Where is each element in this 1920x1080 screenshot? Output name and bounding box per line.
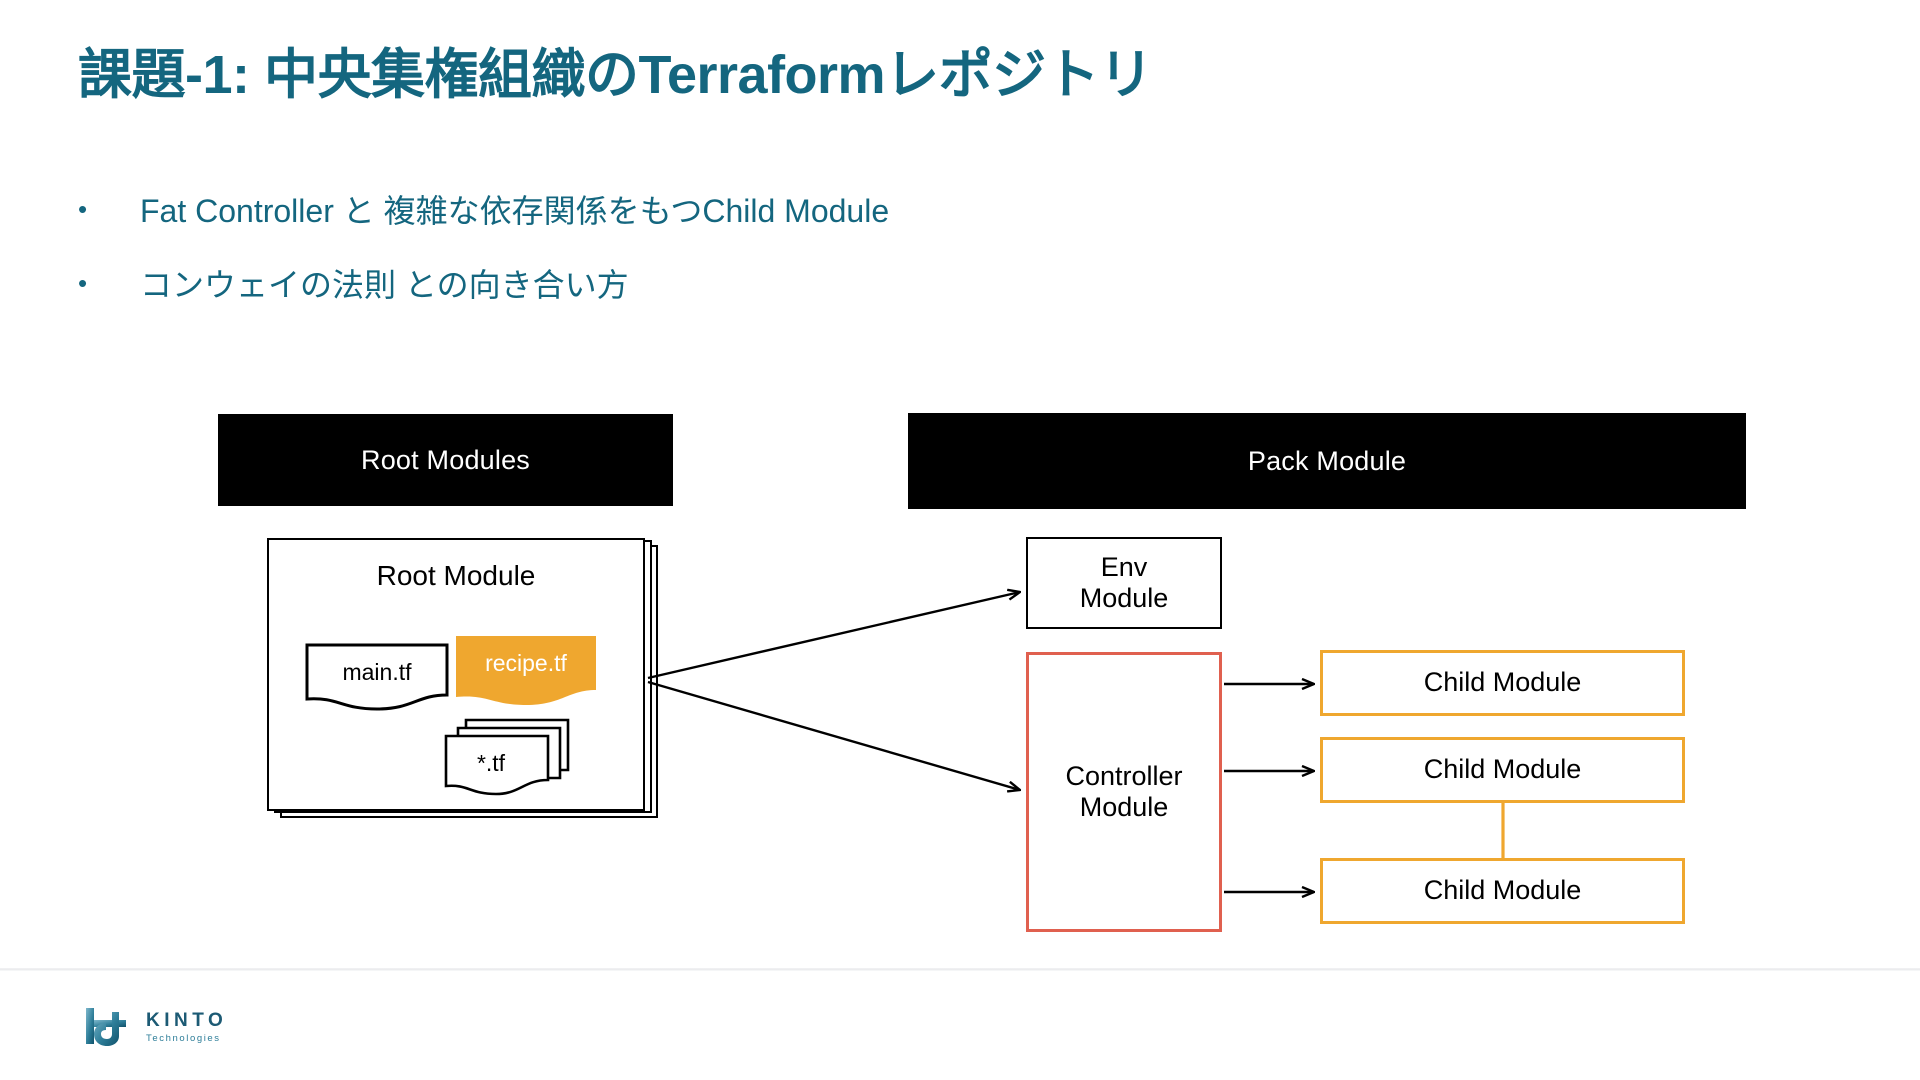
brand-tagline: Technologies (146, 1033, 221, 1045)
env-module-label-line2: Module (1079, 583, 1169, 613)
bullet-text: コンウェイの法則 との向き合い方 (140, 267, 629, 303)
footer-divider (0, 968, 1920, 971)
list-item: • コンウェイの法則 との向き合い方 (78, 267, 1378, 303)
controller-module-box[interactable]: Controller Module (1026, 652, 1222, 932)
bullet-list: • Fat Controller と 複雑な依存関係をもつChild Modul… (78, 193, 1378, 343)
file-icon-wildcard-tf[interactable]: *.tf (442, 718, 572, 798)
env-module-label-line1: Env (1100, 551, 1148, 582)
file-icon-recipe-tf[interactable]: recipe.tf (456, 636, 596, 708)
list-item: • Fat Controller と 複雑な依存関係をもつChild Modul… (78, 193, 1378, 229)
controller-module-label-line1: Controller (1065, 760, 1183, 791)
section-header-root-modules: Root Modules (218, 414, 673, 506)
document-icon (305, 643, 449, 711)
root-module-label: Root Module (376, 560, 536, 591)
file-icon-main-tf[interactable]: main.tf (305, 643, 449, 711)
connector-root-to-env (647, 592, 1020, 680)
bullet-text: Fat Controller と 複雑な依存関係をもつChild Module (140, 193, 890, 229)
page-title: 課題-1: 中央集権組織のTerraformレポジトリ (78, 45, 1153, 105)
brand-logo: KINTO Technologies (82, 1006, 227, 1050)
child-module-box-3[interactable]: Child Module (1320, 858, 1685, 924)
env-module-box[interactable]: Env Module (1026, 537, 1222, 629)
section-header-pack-module: Pack Module (908, 413, 1746, 509)
kinto-logomark-icon (86, 1008, 126, 1046)
brand-name: KINTO (146, 1010, 228, 1032)
child-module-box-1[interactable]: Child Module (1320, 650, 1685, 716)
document-icon (456, 636, 596, 705)
bullet-marker-icon: • (78, 268, 88, 298)
child-module-box-2[interactable]: Child Module (1320, 737, 1685, 803)
bullet-marker-icon: • (78, 194, 88, 224)
controller-module-label-line2: Module (1079, 792, 1169, 822)
document-stack-icon (444, 718, 570, 796)
connector-root-to-controller (647, 680, 1020, 790)
